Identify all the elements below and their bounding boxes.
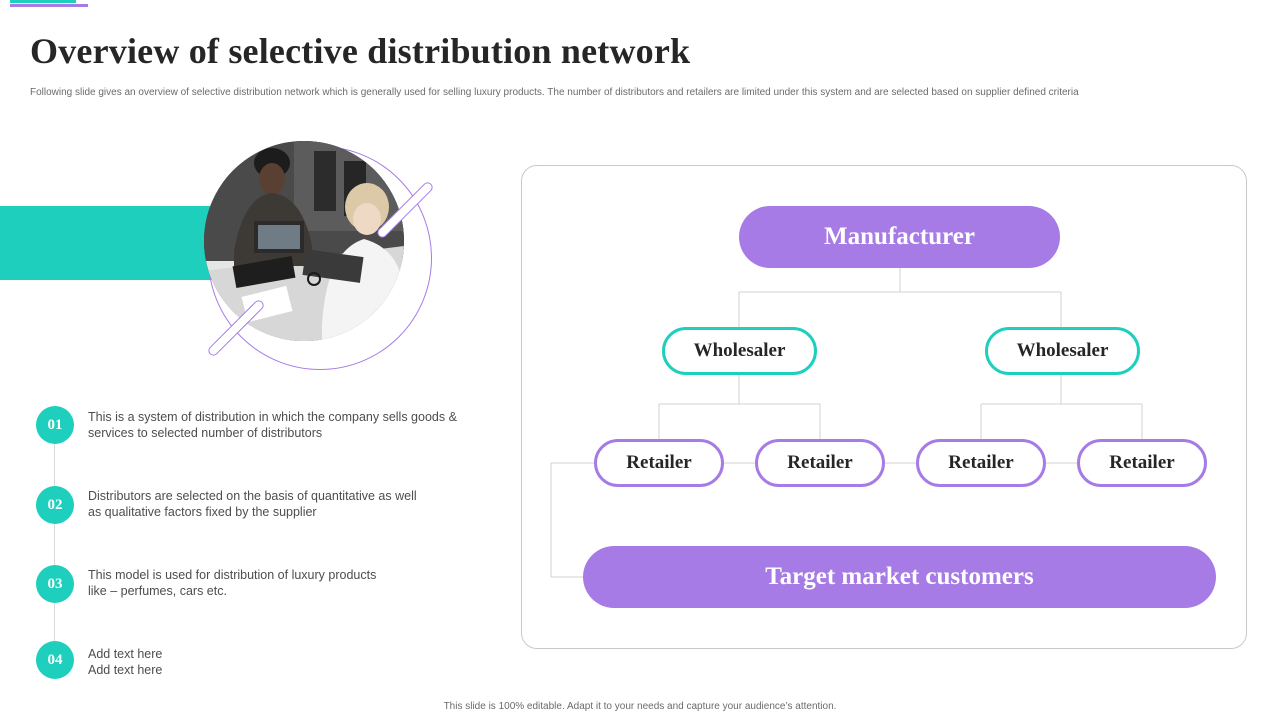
target-customers-node: Target market customers: [583, 546, 1216, 608]
retailer-node: Retailer: [916, 439, 1046, 487]
step-text-line: like – perfumes, cars etc.: [88, 584, 227, 598]
steps-connector-line: [54, 430, 55, 655]
step-badge: 02: [36, 486, 74, 524]
step-text: Distributors are selected on the basis o…: [88, 488, 488, 520]
step-text-line: Add text here: [88, 647, 163, 661]
retailer-node: Retailer: [1077, 439, 1207, 487]
manufacturer-node: Manufacturer: [739, 206, 1060, 268]
step-badge: 01: [36, 406, 74, 444]
step-text-line: Distributors are selected on the basis o…: [88, 489, 417, 503]
slide-subtitle: Following slide gives an overview of sel…: [30, 87, 1079, 98]
retailer-node: Retailer: [594, 439, 724, 487]
step-badge: 04: [36, 641, 74, 679]
top-accent-teal: [10, 0, 76, 3]
wholesaler-node: Wholesaler: [985, 327, 1140, 375]
step-badge: 03: [36, 565, 74, 603]
step-text-line: services to selected number of distribut…: [88, 426, 323, 440]
diagram-panel: [521, 165, 1247, 649]
step-text: This is a system of distribution in whic…: [88, 409, 488, 441]
step-text-line: as qualitative factors fixed by the supp…: [88, 505, 317, 519]
business-meeting-photo: [204, 141, 404, 341]
slide-title: Overview of selective distribution netwo…: [30, 31, 691, 71]
step-text: Add text here Add text here: [88, 646, 488, 678]
retailer-node: Retailer: [755, 439, 885, 487]
step-text-line: This is a system of distribution in whic…: [88, 410, 457, 424]
step-text: This model is used for distribution of l…: [88, 567, 488, 599]
step-text-line: This model is used for distribution of l…: [88, 568, 377, 582]
teal-accent-band: [0, 206, 215, 280]
slide-footer: This slide is 100% editable. Adapt it to…: [443, 701, 837, 712]
step-text-line: Add text here: [88, 663, 163, 677]
top-accent-purple: [10, 4, 88, 7]
wholesaler-node: Wholesaler: [662, 327, 817, 375]
